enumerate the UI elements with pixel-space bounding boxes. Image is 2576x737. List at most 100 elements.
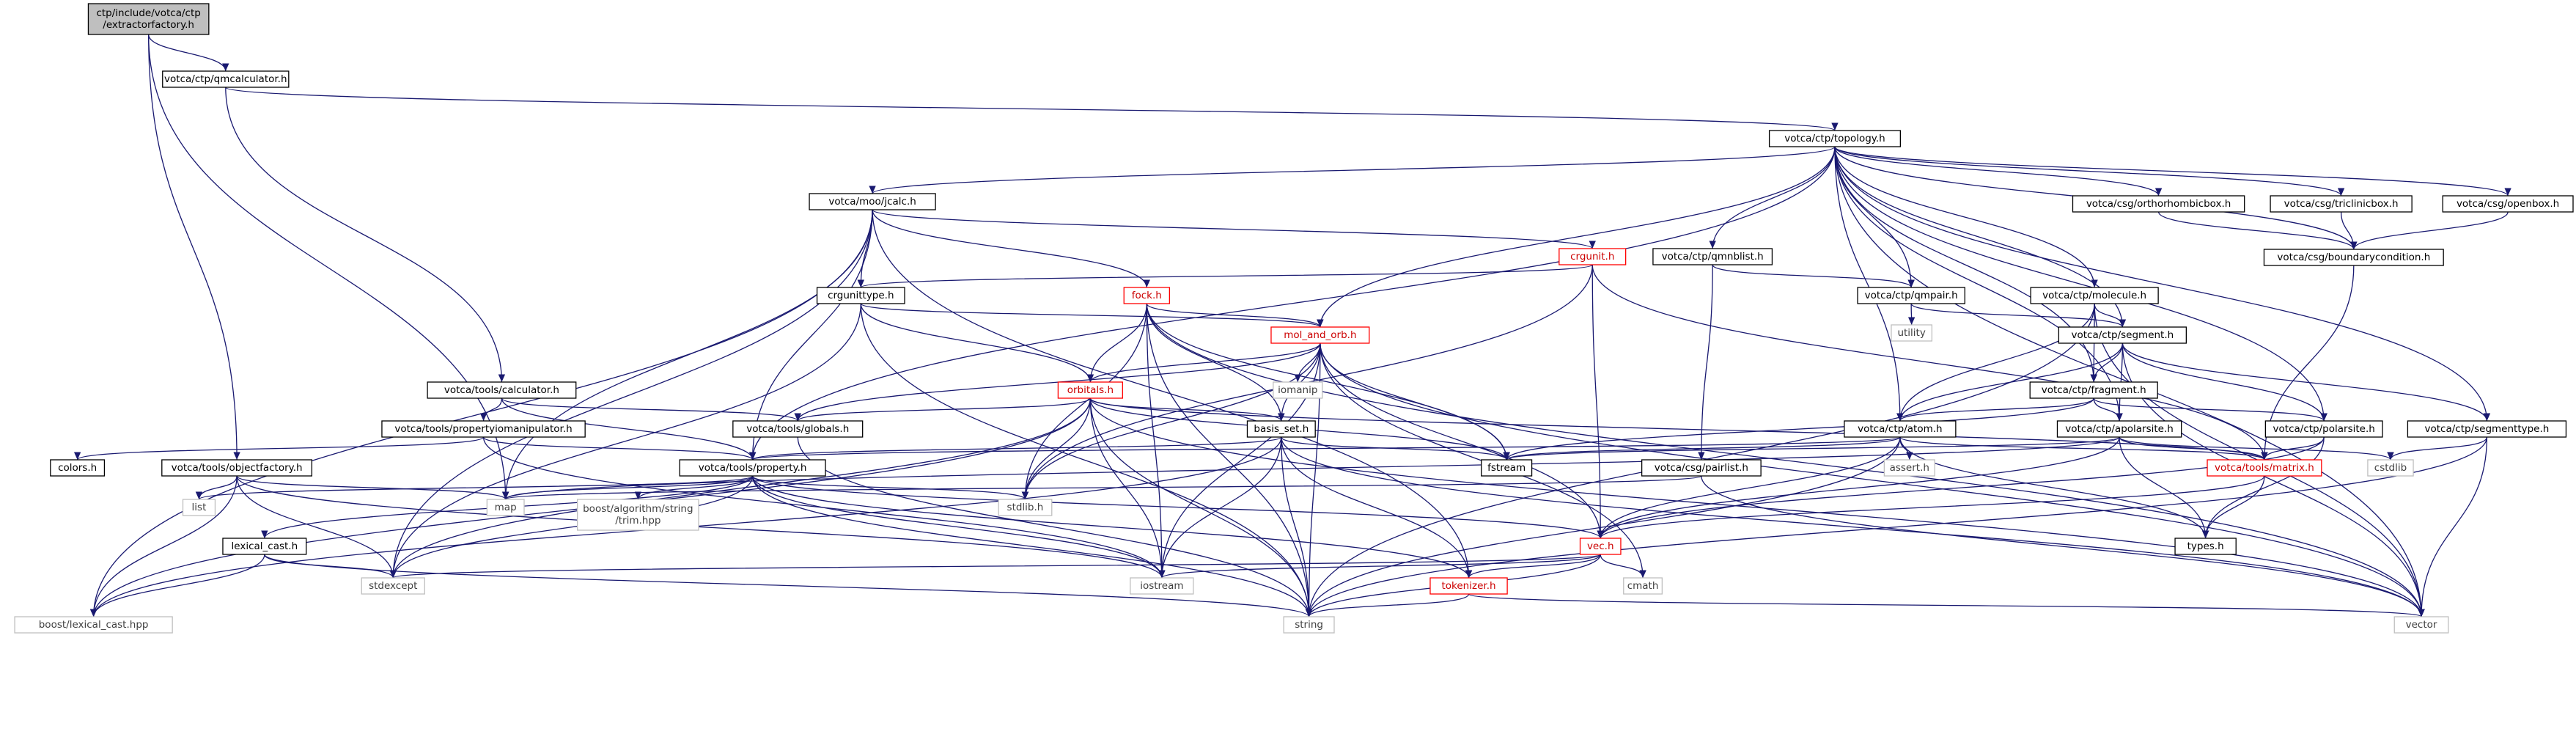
node-lexical_cast[interactable]: lexical_cast.h [222,538,307,555]
node-matrix[interactable]: votca/tools/matrix.h [2207,459,2322,477]
edge-molecule-to-segment [2094,303,2127,328]
node-calculator[interactable]: votca/tools/calculator.h [427,381,577,399]
node-stdlib[interactable]: stdlib.h [998,499,1053,516]
node-stdexcept[interactable]: stdexcept [361,577,425,595]
edge-qmcalculator-to-calculator [225,87,506,383]
edge-objectfactory-to-map [236,475,509,500]
node-propertyiomanipulator[interactable]: votca/tools/propertyiomanipulator.h [381,420,586,438]
node-label-fstream: fstream [1487,462,1526,474]
node-label-trim: /trim.hpp [615,515,660,527]
node-box-orthorhombicbox [2072,195,2245,213]
node-colors[interactable]: colors.h [50,459,106,477]
node-cstdlib[interactable]: cstdlib [2367,459,2414,477]
edge-pairlist-to-vector [1701,475,2425,617]
node-triclinicbox[interactable]: votca/csg/triclinicbox.h [2270,195,2413,213]
edge-fragment-to-polarsite [2093,397,2327,422]
node-segment[interactable]: votca/ctp/segment.h [2058,326,2187,344]
edge-segment-to-fragment [2090,342,2124,383]
node-box-stdlib [998,499,1053,516]
node-apolarsite[interactable]: votca/ctp/apolarsite.h [2056,420,2182,438]
node-basis_set[interactable]: basis_set.h [1246,420,1316,438]
node-box-fstream [1481,459,1533,477]
node-polarsite[interactable]: votca/ctp/polarsite.h [2264,420,2383,438]
node-jcalc[interactable]: votca/moo/jcalc.h [809,193,936,210]
edge-tokenizer-to-string [1306,593,1470,617]
edge-segmenttype-to-vector [2418,436,2488,617]
node-globals[interactable]: votca/tools/globals.h [732,420,864,438]
node-box-objectfactory [161,459,313,477]
node-fragment[interactable]: votca/ctp/fragment.h [2029,381,2158,399]
edge-fock-to-stdlib [1021,303,1147,500]
node-vector[interactable]: vector [2393,616,2449,634]
node-box-boundarycondition [2263,249,2444,266]
node-box-calculator [427,381,577,399]
node-label-iomanip: iomanip [1278,384,1317,396]
node-string[interactable]: string [1283,616,1335,634]
edge-property-to-string [751,475,1313,617]
node-trim[interactable]: boost/algorithm/string/trim.hpp [576,499,699,531]
edge-fock-to-vector [1146,303,2425,617]
node-orbitals[interactable]: orbitals.h [1057,381,1123,399]
node-tokenizer[interactable]: tokenizer.h [1429,577,1508,595]
node-box-list [182,499,216,516]
node-fock[interactable]: fock.h [1123,287,1171,304]
node-label-boost_lexical_cast: boost/lexical_cast.hpp [39,619,149,631]
node-cmath[interactable]: cmath [1623,577,1663,595]
node-orthorhombicbox[interactable]: votca/csg/orthorhombicbox.h [2072,195,2245,213]
node-openbox[interactable]: votca/csg/openbox.h [2442,195,2574,213]
node-box-iostream [1130,577,1194,595]
node-iomanip[interactable]: iomanip [1273,381,1323,399]
node-box-map [486,499,525,516]
edge-apolarsite-to-map [502,436,2120,500]
node-atom[interactable]: votca/ctp/atom.h [1844,420,1957,438]
node-assert[interactable]: assert.h [1883,459,1935,477]
edge-basis_set-to-iostream [1158,436,1282,579]
node-box-qmnblist [1652,248,1773,265]
edge-calculator-to-property [501,397,757,461]
edge-objectfactory-to-boost_lexical_cast [89,475,238,617]
edge-orbitals-to-vector [1089,397,2425,617]
node-mol_and_orb[interactable]: mol_and_orb.h [1270,326,1370,344]
edge-basis_set-to-property [749,436,1282,461]
node-fstream[interactable]: fstream [1481,459,1533,477]
node-label-apolarsite: votca/ctp/apolarsite.h [2065,423,2174,435]
node-map[interactable]: map [486,499,525,516]
edge-jcalc-to-stdexcept [389,209,873,579]
node-segmenttype[interactable]: votca/ctp/segmenttype.h [2407,420,2567,438]
edge-segment-to-segmenttype [2121,342,2491,422]
edge-globals-to-string [797,436,1313,617]
edge-jcalc-to-property [748,209,873,461]
node-label-stdlib: stdlib.h [1007,502,1044,513]
edge-vec-to-cmath [1600,554,1646,579]
node-objectfactory[interactable]: votca/tools/objectfactory.h [161,459,313,477]
node-boost_lexical_cast[interactable]: boost/lexical_cast.hpp [14,616,173,634]
node-crgunittype[interactable]: crgunittype.h [816,287,905,304]
node-qmpair[interactable]: votca/ctp/qmpair.h [1857,287,1965,304]
node-label-segment: votca/ctp/segment.h [2072,329,2174,341]
node-box-property [679,459,826,477]
node-label-extractorfactory: /extractorfactory.h [103,19,194,31]
node-crgunit[interactable]: crgunit.h [1559,248,1627,265]
edge-jcalc-to-fock [872,209,1150,288]
node-label-orthorhombicbox: votca/csg/orthorhombicbox.h [2086,198,2231,210]
node-types[interactable]: types.h [2174,538,2237,555]
node-utility[interactable]: utility [1891,324,1933,342]
node-qmcalculator[interactable]: votca/ctp/qmcalculator.h [162,70,290,88]
edge-lexical_cast-to-string [264,554,1312,617]
edge-fragment-to-apolarsite [2093,397,2123,422]
node-extractorfactory[interactable]: ctp/include/votca/ctp/extractorfactory.h [87,3,210,35]
edge-orbitals-to-string [1089,397,1313,617]
node-label-list: list [192,502,207,513]
node-list[interactable]: list [182,499,216,516]
node-molecule[interactable]: votca/ctp/molecule.h [2030,287,2159,304]
node-boundarycondition[interactable]: votca/csg/boundarycondition.h [2263,249,2444,266]
node-qmnblist[interactable]: votca/ctp/qmnblist.h [1652,248,1773,265]
node-property[interactable]: votca/tools/property.h [679,459,826,477]
node-iostream[interactable]: iostream [1130,577,1194,595]
node-pairlist[interactable]: votca/csg/pairlist.h [1641,459,1762,477]
node-box-mol_and_orb [1270,326,1370,344]
node-box-segmenttype [2407,420,2567,438]
node-vec[interactable]: vec.h [1579,538,1622,555]
node-box-cmath [1623,577,1663,595]
node-topology[interactable]: votca/ctp/topology.h [1768,130,1902,147]
